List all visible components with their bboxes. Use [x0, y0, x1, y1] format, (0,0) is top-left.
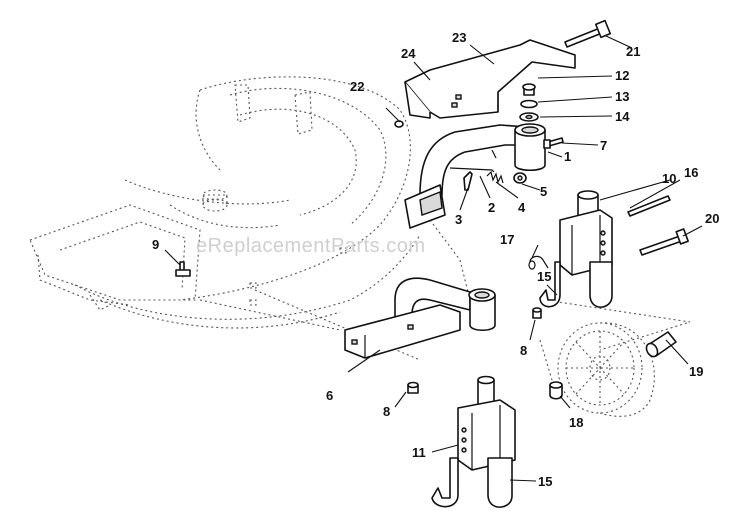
wheel-bracket-10 [539, 190, 613, 308]
pin-3 [463, 171, 473, 191]
callout-14: 14 [615, 109, 630, 124]
nut-22 [394, 120, 404, 128]
nut-8-upper [532, 307, 542, 319]
callout-20: 20 [705, 211, 719, 226]
callout-11: 11 [412, 445, 426, 460]
callout-22: 22 [350, 79, 364, 94]
callout-24: 24 [401, 46, 416, 61]
callout-3: 3 [455, 212, 462, 227]
callout-18: 18 [569, 415, 583, 430]
callout-15-upper: 15 [537, 269, 551, 284]
spring-4 [486, 170, 504, 184]
wheel-bracket-11 [431, 375, 516, 508]
callout-8-lower: 8 [383, 404, 390, 419]
callout-5: 5 [540, 184, 547, 199]
callout-23: 23 [452, 30, 466, 45]
clip-17 [528, 255, 549, 270]
axle-16 [627, 195, 671, 217]
callout-21: 21 [626, 44, 640, 59]
bolt-20 [639, 228, 689, 256]
callout-19: 19 [689, 364, 703, 379]
callout-2: 2 [488, 200, 495, 215]
callout-4: 4 [518, 200, 526, 215]
wheel [557, 322, 655, 417]
leader-lines [164, 35, 703, 482]
callout-10: 10 [662, 171, 676, 186]
callout-labels: 1 2 3 4 5 6 7 8 8 9 10 11 12 13 14 15 15… [152, 30, 719, 489]
mower-deck-outline [29, 76, 691, 391]
pivot-bar [404, 123, 546, 229]
bushing-18 [549, 381, 563, 400]
callout-8-upper: 8 [520, 343, 527, 358]
callout-13: 13 [615, 89, 629, 104]
callout-1: 1 [564, 149, 571, 164]
callout-16: 16 [684, 165, 698, 180]
callout-9: 9 [152, 237, 159, 252]
rod-2 [449, 167, 495, 173]
callout-12: 12 [615, 68, 629, 83]
callout-17: 17 [500, 232, 514, 247]
bolt-21 [564, 19, 612, 48]
watermark-text: eReplacementParts.com [196, 235, 425, 257]
axle-19 [645, 331, 677, 358]
callout-15-lower: 15 [538, 474, 552, 489]
washer-stack [519, 83, 539, 122]
bolt-9 [175, 261, 191, 277]
callout-6: 6 [326, 388, 333, 403]
upper-bracket [404, 39, 576, 119]
rear-bracket-arm [344, 277, 496, 359]
nut-8-lower [407, 381, 419, 394]
callout-7: 7 [600, 138, 607, 153]
bolt-7 [543, 137, 564, 149]
washer-5 [513, 172, 527, 184]
